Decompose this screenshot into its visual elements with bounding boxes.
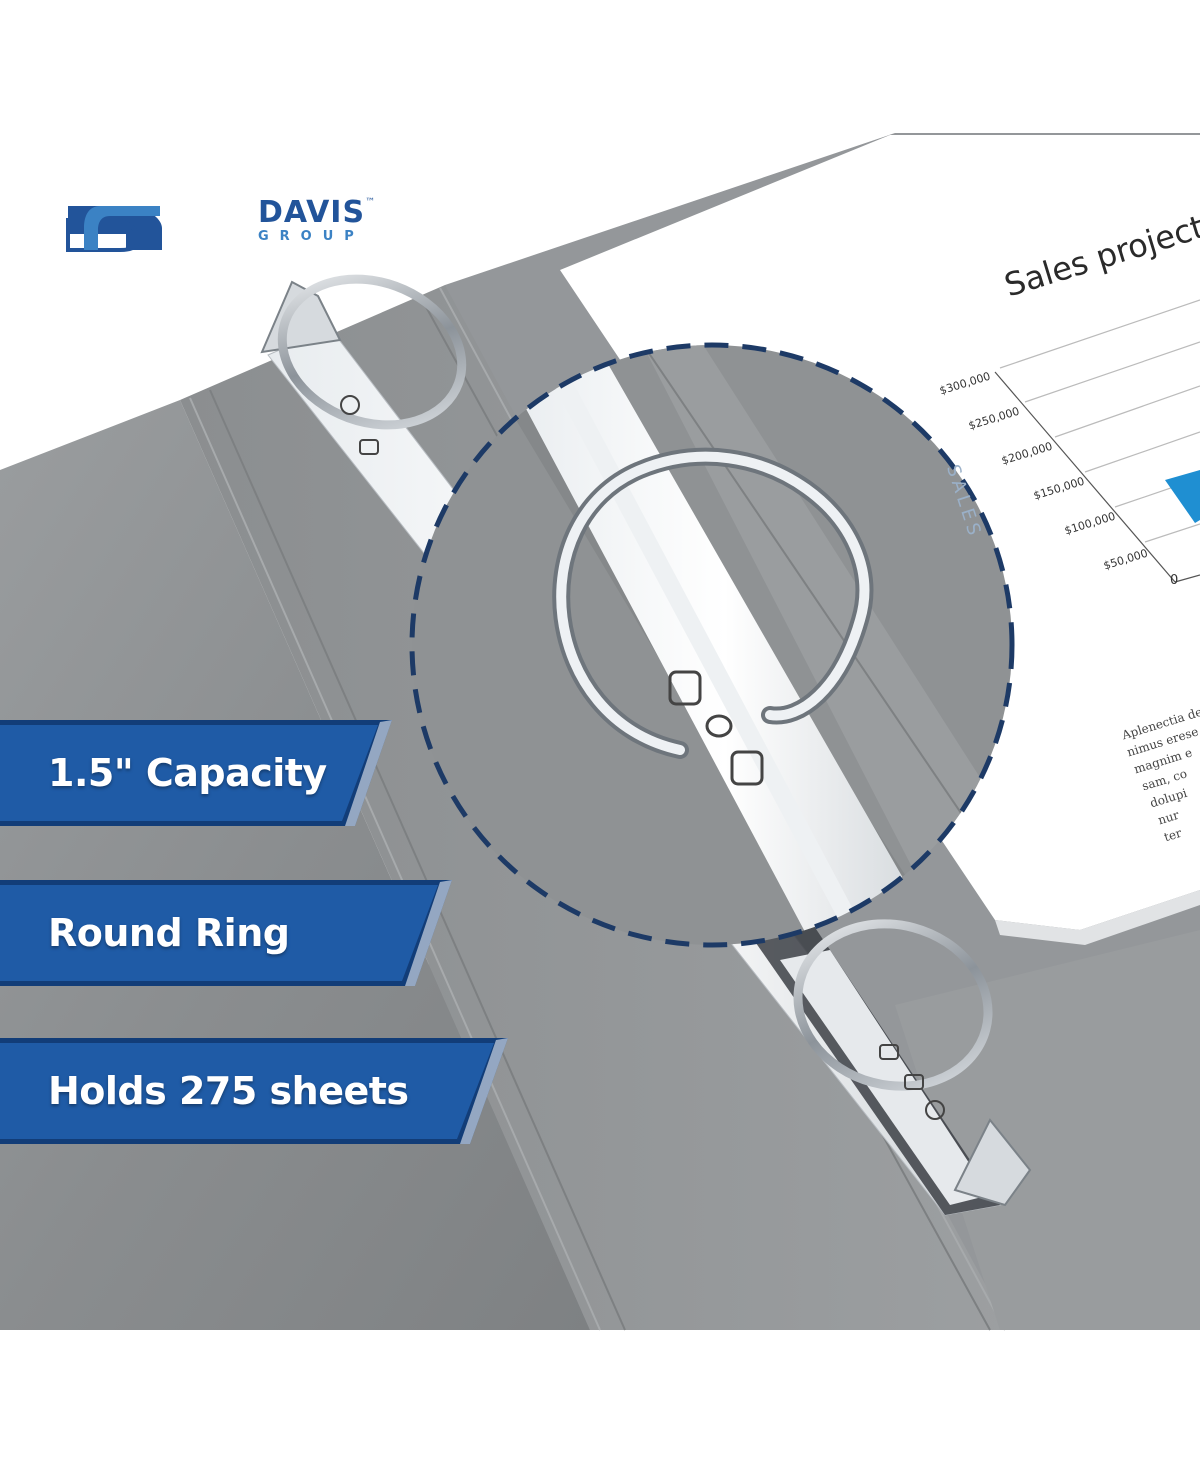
banner-capacity-shape [0,720,392,826]
feature-banner-capacity: 1.5" Capacity [0,720,392,826]
mechanism-rivet-bottom [953,1118,1032,1207]
banner-sheets-shape [0,1038,508,1144]
ring-top [277,274,467,430]
binder-right-pocket [895,930,1200,1330]
y-tick: 0 [1170,573,1179,588]
feature-label: Holds 275 sheets [48,1069,409,1113]
feature-label: 1.5" Capacity [48,751,327,795]
banner-round-ring-shape [0,880,452,986]
feature-banner-round-ring: Round Ring [0,880,452,986]
trademark-symbol: ™ [365,197,377,208]
ring-bottom [793,919,993,1091]
brand-subtitle: GROUP [258,229,365,244]
highlight-dashed-outline [409,342,1015,948]
brand-logo-mark [66,206,162,252]
brand-name: DAVIS [258,195,366,230]
brand-wordmark: DAVIS™ GROUP [258,195,377,244]
chart-bar [1165,470,1200,523]
feature-label: Round Ring [48,911,290,955]
brand-logo: DAVIS™ GROUP [68,198,375,258]
ring-zoom-highlight [412,345,1012,945]
feature-banner-sheets: Holds 275 sheets [0,1038,508,1144]
